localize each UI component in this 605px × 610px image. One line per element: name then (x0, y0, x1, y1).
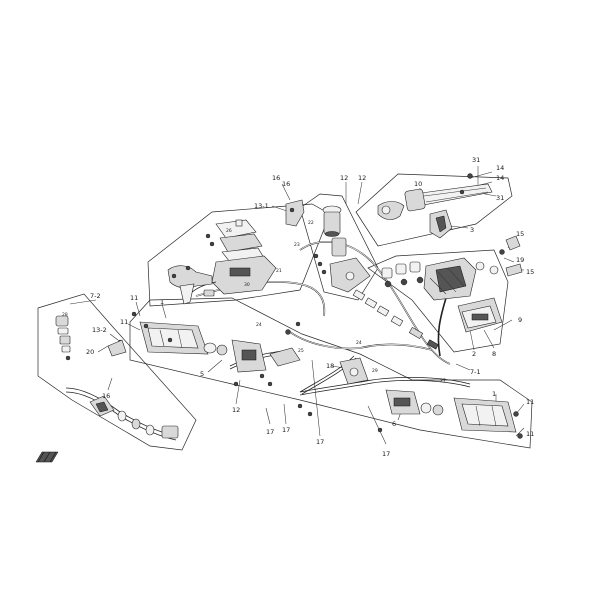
callout-1-right: 1 (492, 390, 496, 398)
callout-27: 27 (440, 378, 446, 384)
callout-12-left: 12 (340, 174, 348, 182)
callout-15-top: 15 (516, 230, 524, 238)
callout-2: 2 (472, 350, 476, 358)
callout-30: 30 (244, 282, 250, 288)
callout-11-left-b: 11 (120, 318, 128, 326)
callout-19: 19 (516, 256, 524, 264)
callout-31-bottom: 31 (496, 194, 504, 202)
logo-icon (35, 451, 59, 463)
callout-29: 29 (372, 368, 378, 374)
panel-left (37, 293, 197, 451)
callout-16-bottom: 16 (102, 392, 110, 400)
callout-14-lower: 14 (496, 174, 504, 182)
callout-7-2: 7-2 (90, 292, 101, 300)
callout-20: 20 (86, 348, 94, 356)
handle-assembly (377, 173, 493, 239)
callout-13-2: 13-2 (92, 326, 107, 334)
bracket-13-1 (285, 199, 305, 227)
panel-center-long (129, 297, 533, 449)
callout-9: 9 (518, 316, 522, 324)
callout-10: 10 (414, 180, 422, 188)
callout-6: 6 (392, 420, 396, 428)
callout-17-a: 17 (266, 428, 274, 436)
callout-25: 25 (298, 348, 304, 354)
callout-21: 21 (276, 268, 282, 274)
panel-right-caliper (367, 249, 509, 353)
callout-22: 22 (308, 220, 314, 226)
callout-18: 18 (326, 362, 334, 370)
callout-11-left-a: 11 (130, 294, 138, 302)
callout-13-1: 13-1 (254, 202, 269, 210)
panel-outlines (37, 173, 533, 451)
callout-3: 3 (470, 226, 474, 234)
callout-28: 28 (62, 312, 68, 318)
callout-15-bottom: 15 (526, 268, 534, 276)
callout-14-upper: 14 (496, 164, 504, 172)
panel-top-right (355, 173, 513, 247)
callout-1-left: 1 (160, 298, 164, 306)
callout-11-right-b: 11 (526, 430, 534, 438)
right-caliper-assembly (381, 235, 523, 333)
callout-labels: 31 14 14 10 31 3 12 12 16 16 13-1 15 19 … (62, 156, 534, 458)
callout-16-right: 16 (282, 180, 290, 188)
callout-24-a: 24 (256, 322, 262, 328)
callout-8: 8 (492, 350, 496, 358)
center-left-caliper (139, 321, 301, 387)
callout-16-left: 16 (272, 174, 280, 182)
center-right-caliper (297, 357, 523, 439)
callout-23: 23 (294, 242, 300, 248)
callout-17-b: 17 (282, 426, 290, 434)
callout-24-b: 24 (356, 340, 362, 346)
callout-17-d: 17 (382, 450, 390, 458)
callout-12-bottom: 12 (232, 406, 240, 414)
callout-17-c: 17 (316, 438, 324, 446)
reservoir-assembly (313, 205, 439, 350)
callout-7-1: 7-1 (470, 368, 481, 376)
left-cylinder-assembly (55, 311, 179, 441)
panel-master-cylinder (147, 203, 331, 307)
callout-5: 5 (200, 370, 204, 378)
master-cylinder-assembly (167, 219, 277, 305)
callout-12-right: 12 (358, 174, 366, 182)
brake-lines (195, 241, 471, 396)
callout-26: 26 (226, 228, 232, 234)
callout-11-right-a: 11 (526, 398, 534, 406)
callout-31-top: 31 (472, 156, 480, 164)
